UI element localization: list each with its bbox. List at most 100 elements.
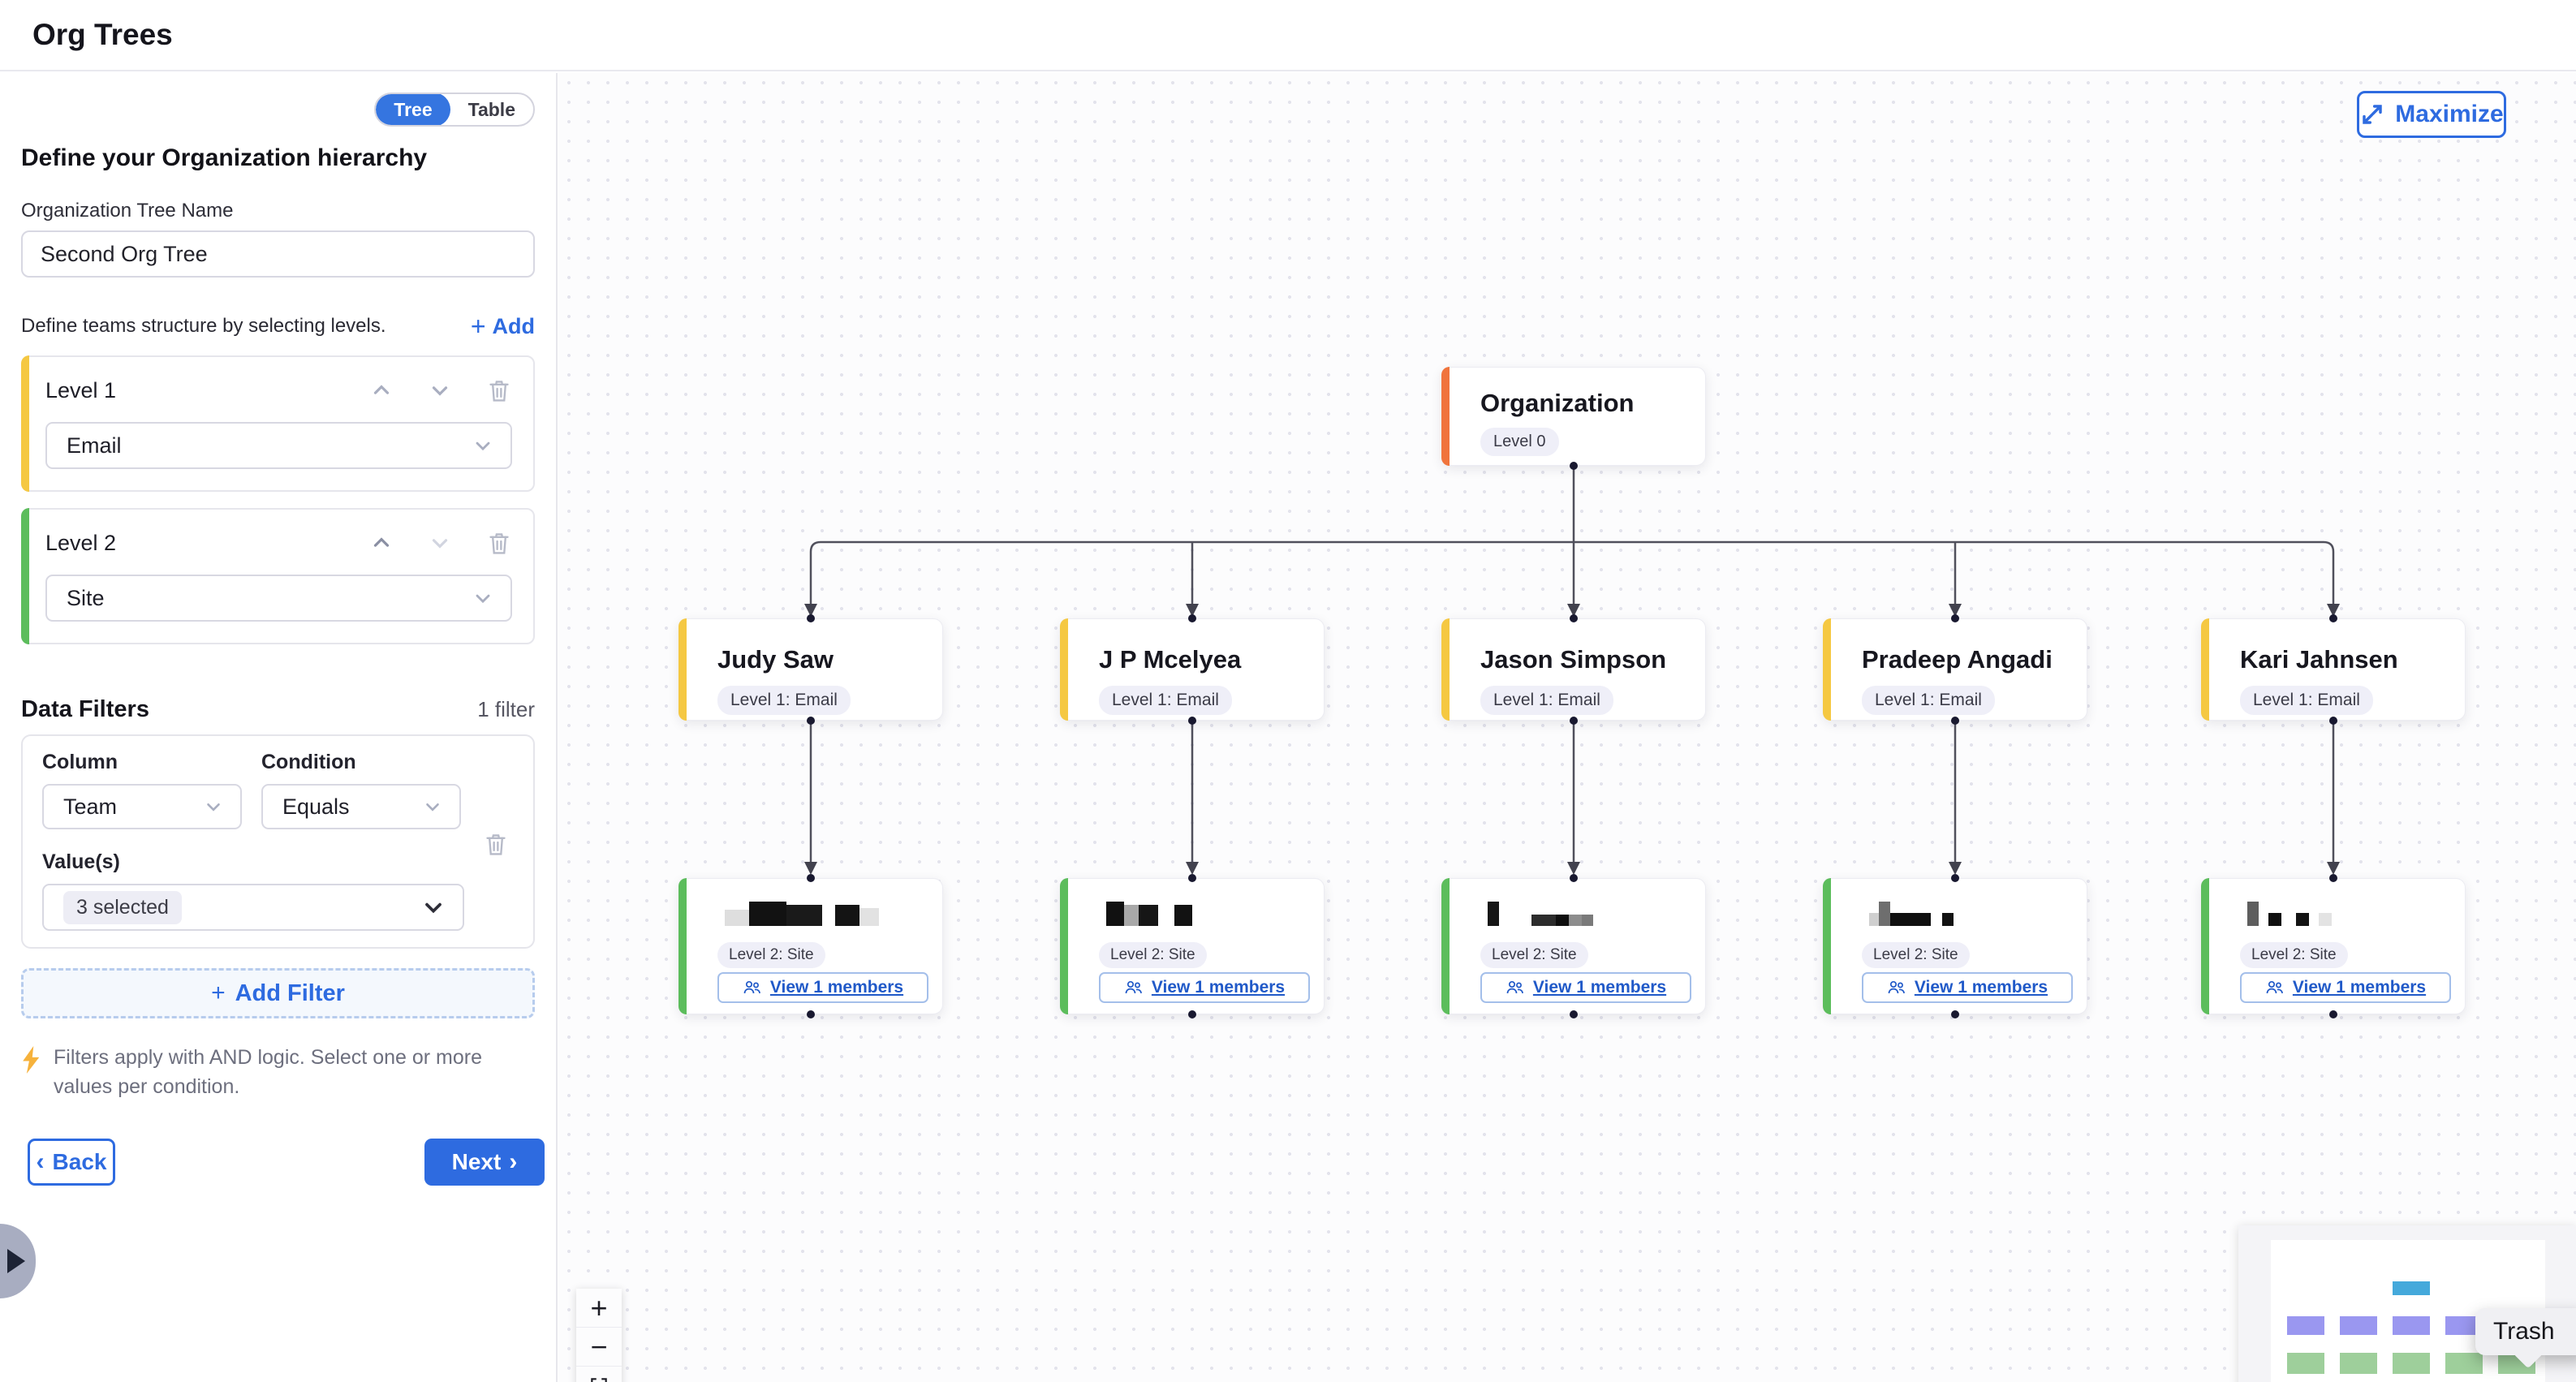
values-select[interactable]: 3 selected — [42, 884, 464, 931]
level-card-2: Level 2 Site — [21, 508, 535, 644]
org-node-leaf[interactable]: Level 2: Site View 1 members — [678, 878, 943, 1014]
trash-icon — [486, 834, 506, 855]
move-down-button[interactable] — [428, 378, 452, 403]
zoom-out-icon: − — [590, 1329, 608, 1363]
app-header: Org Trees — [0, 0, 2576, 71]
column-select[interactable]: Team — [42, 784, 242, 829]
maximize-label: Maximize — [2395, 101, 2504, 127]
add-level-label: Add — [492, 313, 535, 338]
fit-view-button[interactable] — [576, 1367, 622, 1382]
zoom-out-button[interactable]: − — [576, 1328, 622, 1367]
add-level-button[interactable]: + Add — [471, 313, 535, 339]
delete-filter-button[interactable] — [483, 830, 509, 858]
config-panel: Tree Table Define your Organization hier… — [0, 73, 558, 1382]
add-filter-button[interactable]: + Add Filter — [21, 968, 535, 1018]
view-members-button[interactable]: View 1 members — [717, 972, 928, 1003]
node-level-badge: Level 1: Email — [2240, 686, 2373, 715]
trash-icon — [489, 533, 509, 554]
condition-label: Condition — [261, 751, 356, 773]
node-accent-bar — [678, 618, 687, 721]
next-button[interactable]: Next › — [424, 1139, 545, 1186]
view-members-label: View 1 members — [1151, 978, 1286, 997]
node-level-badge: Level 1: Email — [1862, 686, 1995, 715]
maximize-button[interactable]: Maximize — [2357, 91, 2506, 138]
move-up-button[interactable] — [369, 531, 394, 555]
org-node-leaf[interactable]: Level 2: Site View 1 members — [2201, 878, 2466, 1014]
level-accent-bar — [21, 355, 29, 492]
add-icon: + — [470, 312, 486, 341]
level-2-select[interactable]: Site — [45, 575, 512, 622]
add-filter-label: Add Filter — [235, 979, 345, 1006]
org-node-leaf[interactable]: Level 2: Site View 1 members — [1441, 878, 1706, 1014]
redacted-name — [2247, 902, 2332, 926]
minimap-root-node — [2393, 1281, 2430, 1295]
values-label: Value(s) — [42, 850, 120, 873]
level-1-select[interactable]: Email — [45, 422, 512, 469]
node-level-badge: Level 2: Site — [1480, 942, 1588, 968]
minimap-child-node — [2340, 1316, 2377, 1335]
move-down-button[interactable] — [428, 531, 452, 555]
trash-icon — [489, 381, 509, 402]
expand-icon — [2363, 105, 2383, 124]
chevron-down-icon — [432, 539, 448, 549]
filter-logic-note-text: Filters apply with AND logic. Select one… — [54, 1046, 482, 1098]
org-node-child[interactable]: Kari Jahnsen Level 1: Email — [2201, 618, 2466, 721]
chevron-down-icon — [476, 594, 490, 604]
zoom-in-button[interactable]: + — [576, 1289, 622, 1328]
column-value: Team — [63, 794, 118, 819]
node-title: Judy Saw — [717, 645, 834, 674]
view-members-label: View 1 members — [769, 978, 904, 997]
org-node-child[interactable]: Pradeep Angadi Level 1: Email — [1823, 618, 2087, 721]
view-members-button[interactable]: View 1 members — [1099, 972, 1310, 1003]
delete-level-button[interactable] — [486, 377, 512, 404]
people-group-icon — [743, 980, 760, 994]
delete-level-button[interactable] — [486, 529, 512, 557]
filter-logic-note: Filters apply with AND logic. Select one… — [21, 1043, 508, 1101]
node-accent-bar — [1060, 878, 1068, 1014]
node-title: Kari Jahnsen — [2240, 645, 2398, 674]
chevron-down-icon — [426, 803, 439, 812]
condition-select[interactable]: Equals — [261, 784, 461, 829]
node-accent-bar — [1441, 878, 1450, 1014]
add-icon: + — [211, 979, 226, 1006]
org-node-child[interactable]: Judy Saw Level 1: Email — [678, 618, 943, 721]
view-members-button[interactable]: View 1 members — [1480, 972, 1691, 1003]
move-up-button[interactable] — [369, 378, 394, 403]
level-label: Level 1 — [45, 377, 117, 403]
triangle-right-icon — [7, 1249, 25, 1273]
view-members-label: View 1 members — [1914, 978, 2048, 997]
chevron-up-icon — [373, 385, 390, 394]
level-card-1: Level 1 Email — [21, 355, 535, 492]
node-accent-bar — [1060, 618, 1068, 721]
redacted-name — [725, 902, 879, 926]
fit-view-icon — [591, 1378, 607, 1382]
minimap-child-node — [2287, 1316, 2324, 1335]
view-members-button[interactable]: View 1 members — [1862, 972, 2073, 1003]
toggle-table[interactable]: Table — [467, 98, 515, 120]
level-accent-bar — [21, 508, 29, 644]
lightning-icon — [23, 1046, 40, 1074]
node-title: J P Mcelyea — [1099, 645, 1242, 674]
view-members-button[interactable]: View 1 members — [2240, 972, 2451, 1003]
org-tree-canvas[interactable] — [559, 73, 2576, 1382]
back-chevron-icon: ‹ — [36, 1148, 45, 1175]
toggle-tree[interactable]: Tree — [376, 94, 450, 125]
redacted-name — [1106, 902, 1192, 926]
org-node-root[interactable]: Organization Level 0 — [1441, 367, 1706, 466]
condition-value: Equals — [282, 794, 350, 819]
back-label: Back — [52, 1149, 107, 1174]
view-toggle: Tree Table — [374, 93, 535, 127]
org-node-leaf[interactable]: Level 2: Site View 1 members — [1060, 878, 1325, 1014]
levels-hint: Define teams structure by selecting leve… — [21, 315, 386, 337]
org-node-child[interactable]: J P Mcelyea Level 1: Email — [1060, 618, 1325, 721]
trash-tooltip-label: Trash — [2493, 1318, 2555, 1345]
org-node-leaf[interactable]: Level 2: Site View 1 members — [1823, 878, 2087, 1014]
tree-name-input[interactable] — [21, 230, 535, 278]
back-button[interactable]: ‹ Back — [28, 1139, 115, 1186]
org-node-child[interactable]: Jason Simpson Level 1: Email — [1441, 618, 1706, 721]
node-accent-bar — [1823, 618, 1831, 721]
trash-tooltip: Trash — [2475, 1308, 2576, 1369]
view-members-label: View 1 members — [1532, 978, 1667, 997]
filter-card: Column Team Condition Equals Value(s) 3 … — [21, 734, 535, 949]
selected-count-chip: 3 selected — [63, 890, 182, 924]
